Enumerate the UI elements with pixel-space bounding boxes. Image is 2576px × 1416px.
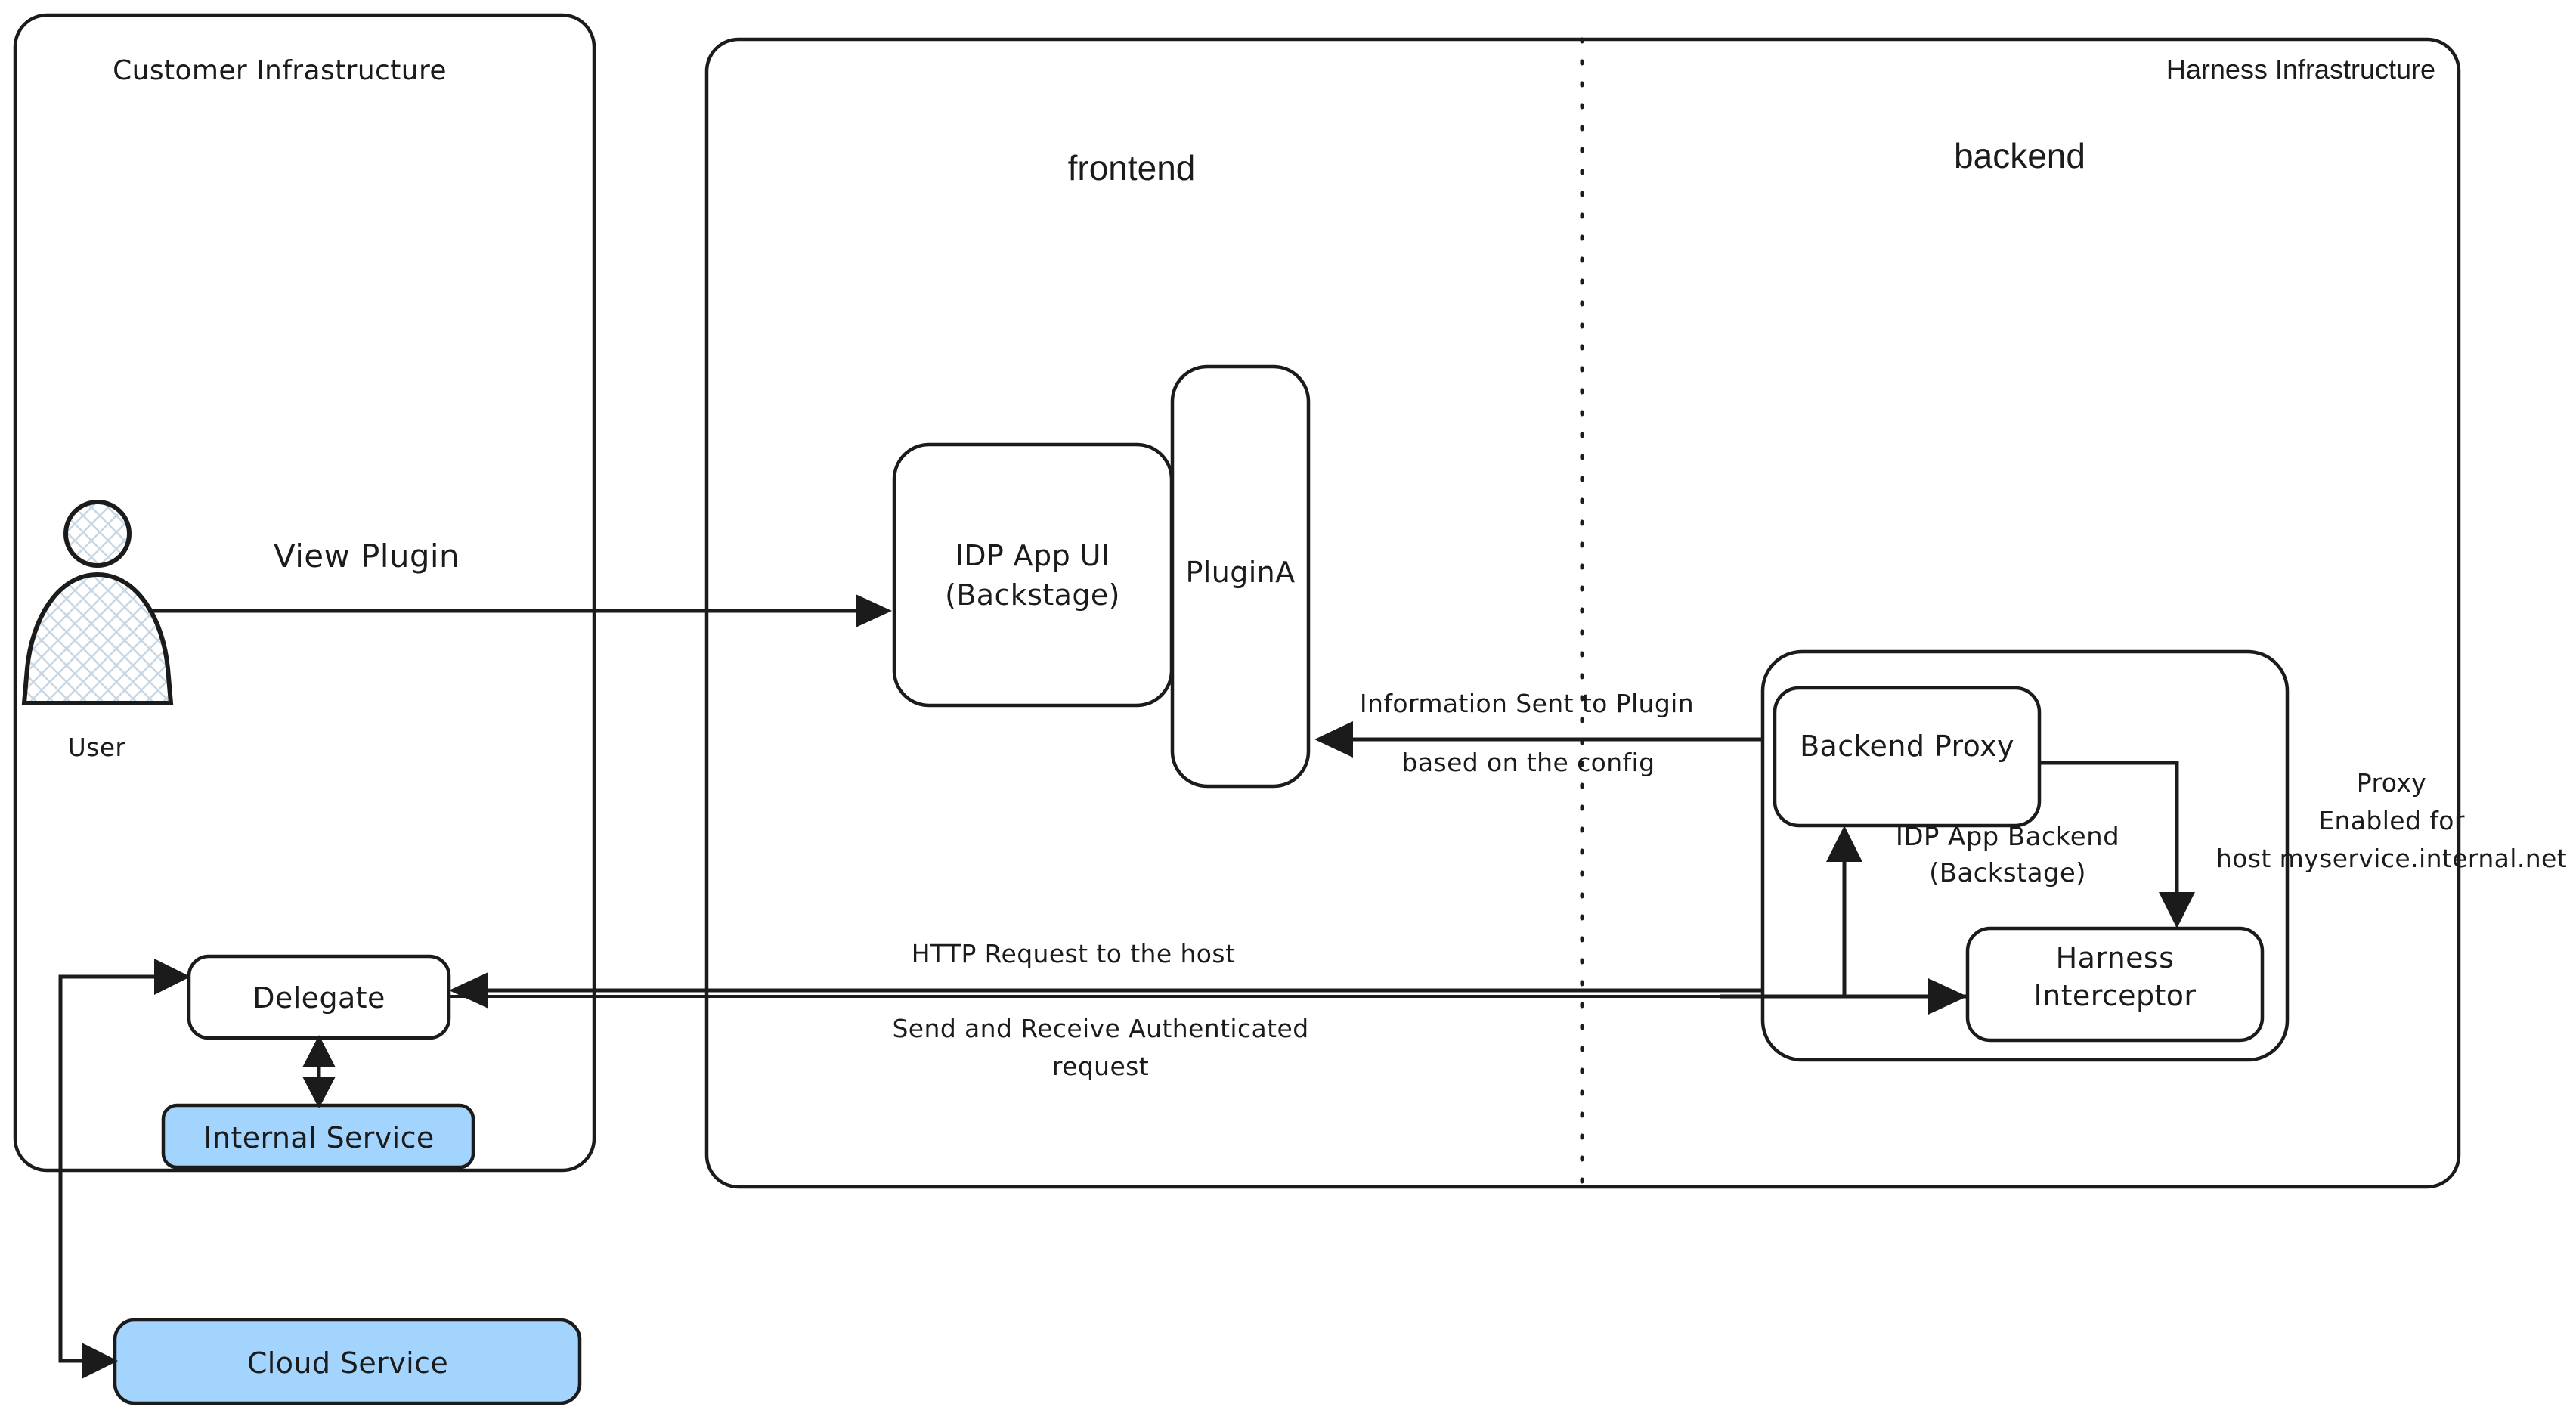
harness-infrastructure-label: Harness Infrastructure bbox=[2166, 54, 2435, 85]
lane-title-frontend: frontend bbox=[1068, 148, 1196, 187]
edge-proxy-to-interceptor-arrowhead bbox=[2159, 892, 2195, 928]
edge-view-plugin: View Plugin bbox=[148, 538, 892, 627]
idp-app-backend-label-line2: (Backstage) bbox=[1929, 858, 2086, 888]
group-customer-infrastructure: Customer Infrastructure bbox=[13, 13, 596, 1173]
edge-proxy-to-interceptor-line bbox=[2039, 761, 2179, 907]
node-delegate[interactable]: Delegate bbox=[187, 954, 451, 1040]
edge-delegate-to-cloud-service bbox=[58, 959, 190, 1379]
user-actor-label: User bbox=[68, 733, 126, 762]
edge-information-sent-to-plugin: Information Sent to Plugin based on the … bbox=[1314, 689, 1775, 777]
node-plugin-a[interactable]: PluginA bbox=[1170, 364, 1311, 789]
edge-proxy-enabled-label-line3: host myservice.internal.net bbox=[2216, 844, 2567, 873]
edge-http-request-label-line2: Send and Receive Authenticated bbox=[892, 1014, 1308, 1043]
edge-proxy-enabled-label-line1: Proxy bbox=[2357, 768, 2426, 798]
idp-app-ui-box bbox=[892, 442, 1174, 708]
delegate-label: Delegate bbox=[252, 981, 385, 1015]
internal-service-label: Internal Service bbox=[203, 1121, 434, 1154]
plugin-a-box bbox=[1170, 364, 1311, 789]
user-actor-body-icon bbox=[21, 572, 174, 705]
actor-user[interactable]: User bbox=[21, 500, 174, 762]
edge-into-delegate-arrowhead bbox=[154, 959, 190, 995]
node-cloud-service[interactable]: Cloud Service bbox=[113, 1318, 582, 1405]
node-backend-proxy[interactable]: Backend Proxy bbox=[1773, 686, 2042, 828]
customer-infrastructure-label: Customer Infrastructure bbox=[113, 55, 447, 86]
edge-backend-proxy-to-interceptor: Proxy Enabled for host myservice.interna… bbox=[2039, 761, 2567, 928]
harness-interceptor-box bbox=[1965, 926, 2265, 1043]
edge-http-request-arrowhead-left bbox=[449, 972, 488, 1009]
node-harness-interceptor[interactable]: Harness Interceptor bbox=[1965, 926, 2265, 1043]
cloud-service-label: Cloud Service bbox=[247, 1346, 448, 1380]
edge-http-request-arrowhead-right bbox=[1928, 978, 1968, 1015]
edge-view-plugin-arrowhead bbox=[856, 594, 892, 627]
edge-into-cloud-service-arrowhead bbox=[82, 1343, 118, 1379]
edge-delegate-to-cloud-line bbox=[58, 974, 162, 1363]
edge-proxy-enabled-label-line2: Enabled for bbox=[2318, 806, 2465, 835]
edge-delegate-internal-service bbox=[302, 1035, 336, 1108]
edge-information-sent-label-line2: based on the config bbox=[1402, 748, 1655, 777]
edge-information-sent-label-line1: Information Sent to Plugin bbox=[1360, 689, 1694, 718]
lane-title-backend: backend bbox=[1954, 136, 2085, 175]
user-actor-head-icon bbox=[63, 500, 132, 568]
backend-proxy-label: Backend Proxy bbox=[1800, 730, 2014, 763]
node-idp-app-ui[interactable]: IDP App UI (Backstage) bbox=[892, 442, 1174, 708]
edge-http-request-label-line1: HTTP Request to the host bbox=[912, 939, 1236, 968]
edge-http-request: HTTP Request to the host Send and Receiv… bbox=[449, 939, 1968, 1081]
harness-interceptor-label-line2: Interceptor bbox=[2034, 979, 2197, 1012]
idp-app-ui-label-line1: IDP App UI bbox=[955, 539, 1110, 572]
edge-delegate-internal-arrowhead-up bbox=[302, 1035, 336, 1067]
edge-http-request-label-line3: request bbox=[1052, 1052, 1149, 1081]
customer-infrastructure-boundary bbox=[13, 13, 596, 1173]
idp-app-ui-label-line2: (Backstage) bbox=[945, 578, 1120, 612]
plugin-a-label: PluginA bbox=[1185, 556, 1295, 589]
edge-view-plugin-label: View Plugin bbox=[274, 538, 460, 575]
harness-interceptor-label-line1: Harness bbox=[2056, 941, 2175, 974]
edge-information-sent-arrowhead bbox=[1314, 721, 1353, 758]
backend-proxy-box bbox=[1773, 686, 2042, 828]
edge-interceptor-to-proxy-arrowhead bbox=[1826, 826, 1862, 862]
edge-delegate-internal-arrowhead-down bbox=[302, 1077, 336, 1108]
node-internal-service[interactable]: Internal Service bbox=[161, 1103, 475, 1170]
